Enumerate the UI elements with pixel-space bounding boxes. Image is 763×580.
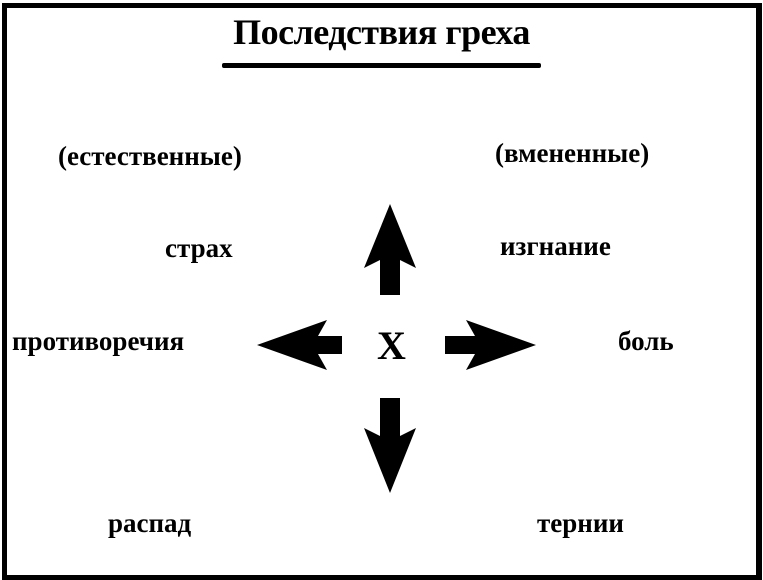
- left-column-header: (естественные): [58, 141, 242, 171]
- label-ternii: тернии: [537, 508, 624, 538]
- label-raspad: распад: [108, 508, 192, 538]
- center-x-label: X: [377, 323, 406, 368]
- label-izgnanie: изгнание: [500, 231, 611, 261]
- label-strakh: страх: [165, 233, 233, 263]
- diagram-frame: [2, 3, 762, 580]
- arrow-right-icon: [445, 320, 536, 370]
- arrow-left-icon: [257, 320, 342, 370]
- arrow-down-icon: [364, 398, 416, 493]
- label-bol: боль: [618, 326, 674, 356]
- arrow-up-icon: [364, 204, 416, 295]
- title-underline: [222, 63, 541, 68]
- label-protivorechiya: противоречия: [12, 326, 185, 356]
- diagram-title: Последствия греха: [233, 12, 530, 52]
- right-column-header: (вмененные): [495, 138, 650, 168]
